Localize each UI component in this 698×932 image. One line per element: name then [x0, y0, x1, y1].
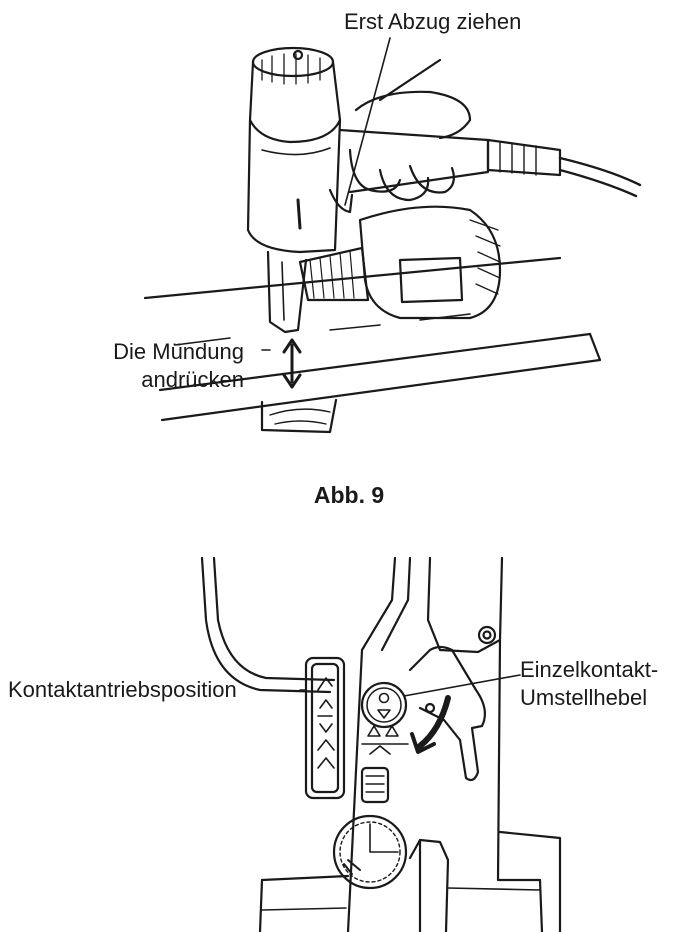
scale-plate: [304, 656, 346, 800]
base-right-line: [447, 887, 541, 891]
adjuster-block: [360, 766, 390, 804]
board-front-bottom: [160, 358, 602, 422]
dial-pointer: [369, 823, 399, 853]
figure-caption: Abb. 9: [313, 482, 385, 508]
finger-3: [408, 164, 455, 194]
lever-triangle-mark: [377, 709, 391, 719]
nail-strip-lines: [309, 250, 355, 299]
housing-left-inner: [380, 556, 412, 652]
lower-bracket: [408, 838, 450, 932]
board-end: [588, 332, 602, 362]
base-line: [261, 907, 347, 911]
label-selector-lever-line2: Umstellhebel: [520, 685, 648, 710]
base-left: [258, 874, 350, 932]
cylinder-cap: [251, 46, 335, 78]
base-right: [498, 830, 562, 932]
wrist-line: [378, 58, 442, 102]
arrow-up-head: [282, 338, 302, 354]
lever-circle-mark: [378, 692, 390, 704]
nail-strip: [298, 246, 370, 302]
lever-leader: [403, 674, 521, 697]
finger-2: [378, 168, 430, 202]
selector-lever-knob: [360, 681, 408, 729]
housing-curve: [200, 556, 332, 694]
board-front-top: [158, 332, 592, 392]
label-contact-actuation-position: Kontaktantriebsposition: [8, 677, 237, 702]
cap-screw: [292, 49, 304, 61]
depth-dial-teeth: [339, 821, 401, 883]
scale-plate-inner: [310, 662, 340, 794]
housing-right-top: [426, 556, 504, 654]
trigger-leader: [344, 37, 391, 206]
label-selector-lever: Einzelkontakt- Umstellhebel: [520, 656, 658, 712]
housing-curve-inner: [212, 556, 336, 682]
trigger: [328, 188, 354, 214]
figure-10: [0, 540, 698, 932]
position-marks: [367, 725, 399, 737]
position-mark-2: [369, 745, 391, 755]
body-slot: [296, 198, 302, 230]
body-contour: [261, 147, 331, 156]
support-block: [260, 398, 338, 434]
figure-9: [143, 37, 642, 434]
housing-right: [496, 638, 544, 932]
nose-slot: [281, 261, 285, 321]
lever-pivot: [424, 702, 436, 714]
rotate-arrow: [417, 695, 451, 749]
label-press-nose-line1: Die Mündung: [113, 339, 244, 364]
housing-screw-center: [482, 630, 492, 640]
cap-ridges: [261, 53, 321, 85]
label-pull-trigger-first: Erst Abzug ziehen: [344, 9, 522, 34]
label-press-nose: Die Mündung andrücken: [60, 338, 244, 394]
nose: [266, 250, 308, 334]
arrow-down-head: [282, 373, 302, 389]
lever-arm: [408, 645, 487, 782]
housing-screw: [477, 625, 497, 645]
selector-lever-ring: [366, 687, 402, 723]
fitting-ridges: [499, 141, 537, 176]
housing-left: [346, 556, 397, 932]
block-grain: [269, 408, 331, 425]
selector-illustration: [200, 556, 562, 932]
depth-dial: [332, 814, 408, 890]
rotate-arrow-head: [410, 732, 436, 754]
nailer-body: [246, 118, 342, 254]
cylinder-top: [248, 60, 342, 144]
nailer-illustration: [143, 37, 642, 434]
label-press-nose-line2: andrücken: [141, 367, 244, 392]
air-hose-2: [558, 168, 638, 198]
air-hose: [558, 156, 642, 187]
finger-1: [348, 148, 402, 193]
magazine-ribs: [469, 219, 501, 295]
magazine: [358, 205, 502, 320]
label-selector-lever-line1: Einzelkontakt-: [520, 657, 659, 682]
magazine-window: [398, 256, 464, 304]
scale-symbols: [317, 677, 335, 769]
dial-arrow: [343, 859, 361, 875]
adjuster-ridges: [365, 775, 385, 793]
